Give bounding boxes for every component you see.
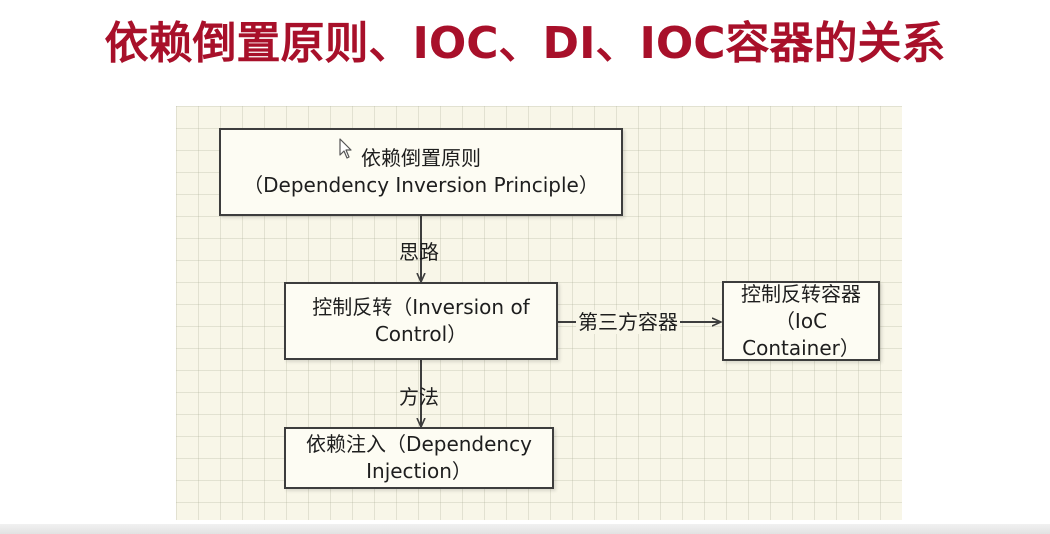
edge-label-dip-to-ioc: 思路 <box>399 240 439 264</box>
edge-label-ioc-to-di: 方法 <box>399 385 439 409</box>
diagram-canvas: 依赖倒置原则 （Dependency Inversion Principle） … <box>176 106 902 520</box>
node-dip-line1: 依赖倒置原则 <box>361 146 481 170</box>
edge-label-ioc-to-container: 第三方容器 <box>576 310 680 334</box>
node-container-line1: 控制反转容器 <box>741 281 861 306</box>
node-ioc-container: 控制反转容器 （IoC Container） <box>722 281 880 361</box>
node-dependency-injection: 依赖注入（Dependency Injection） <box>284 427 554 489</box>
mouse-pointer-icon <box>339 138 352 159</box>
node-inversion-of-control: 控制反转（Inversion of Control） <box>284 282 558 360</box>
node-di-line1: 依赖注入（Dependency <box>306 432 532 456</box>
node-ioc-line2: Control） <box>374 322 468 346</box>
node-dependency-inversion-principle: 依赖倒置原则 （Dependency Inversion Principle） <box>219 128 623 216</box>
node-di-line2: Injection） <box>366 459 472 483</box>
node-ioc-line1: 控制反转（Inversion of <box>312 295 530 319</box>
node-container-line3: Container） <box>742 335 860 360</box>
node-container-line2: （IoC <box>774 308 828 333</box>
slide-title: 依赖倒置原则、IOC、DI、IOC容器的关系 <box>104 18 946 69</box>
node-dip-line2: （Dependency Inversion Principle） <box>243 173 599 197</box>
bottom-edge-bar <box>0 524 1050 534</box>
